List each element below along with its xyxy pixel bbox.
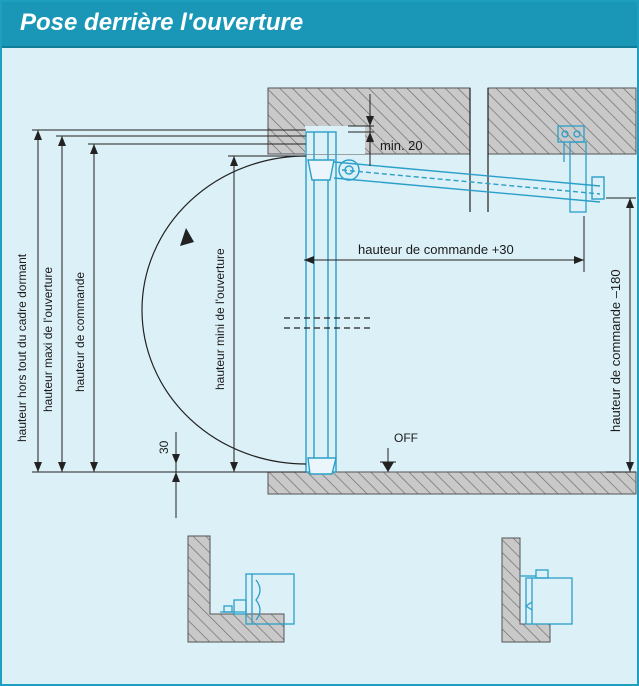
lintel-wall-right <box>487 87 637 155</box>
label-min-clearance: min. 20 <box>380 138 423 153</box>
dimension-arrows <box>34 116 634 482</box>
label-control-height-minus: hauteur de commande –180 <box>608 269 623 432</box>
label-min-opening-height: hauteur mini de l'ouverture <box>213 248 227 390</box>
label-control-height-plus: hauteur de commande +30 <box>358 242 514 257</box>
installation-drawing: min. 20 hauteur de commande +30 hauteur … <box>15 87 637 643</box>
torsion-spring-rail <box>333 159 605 203</box>
label-control-height: hauteur de commande <box>73 272 87 392</box>
door-leaf <box>305 131 337 475</box>
door-break-marks <box>284 317 370 329</box>
label-max-opening-height: hauteur maxi de l'ouverture <box>41 267 55 412</box>
opening-arc <box>141 155 307 465</box>
title-bar: Pose derrière l'ouverture <box>2 2 637 48</box>
wall-break-marks <box>469 88 489 212</box>
floor-slab <box>267 471 637 495</box>
arc-arrow <box>180 228 194 246</box>
wall-bracket <box>557 125 587 213</box>
detail-left <box>187 535 295 643</box>
label-thirty: 30 <box>157 440 171 454</box>
label-floor-level: OFF <box>394 431 418 445</box>
page-title: Pose derrière l'ouverture <box>20 9 304 36</box>
detail-right <box>501 537 573 643</box>
label-overall-frame-height: hauteur hors tout du cadre dormant <box>15 253 29 442</box>
lintel-wall-left <box>267 87 471 155</box>
dimension-lines <box>32 94 636 518</box>
